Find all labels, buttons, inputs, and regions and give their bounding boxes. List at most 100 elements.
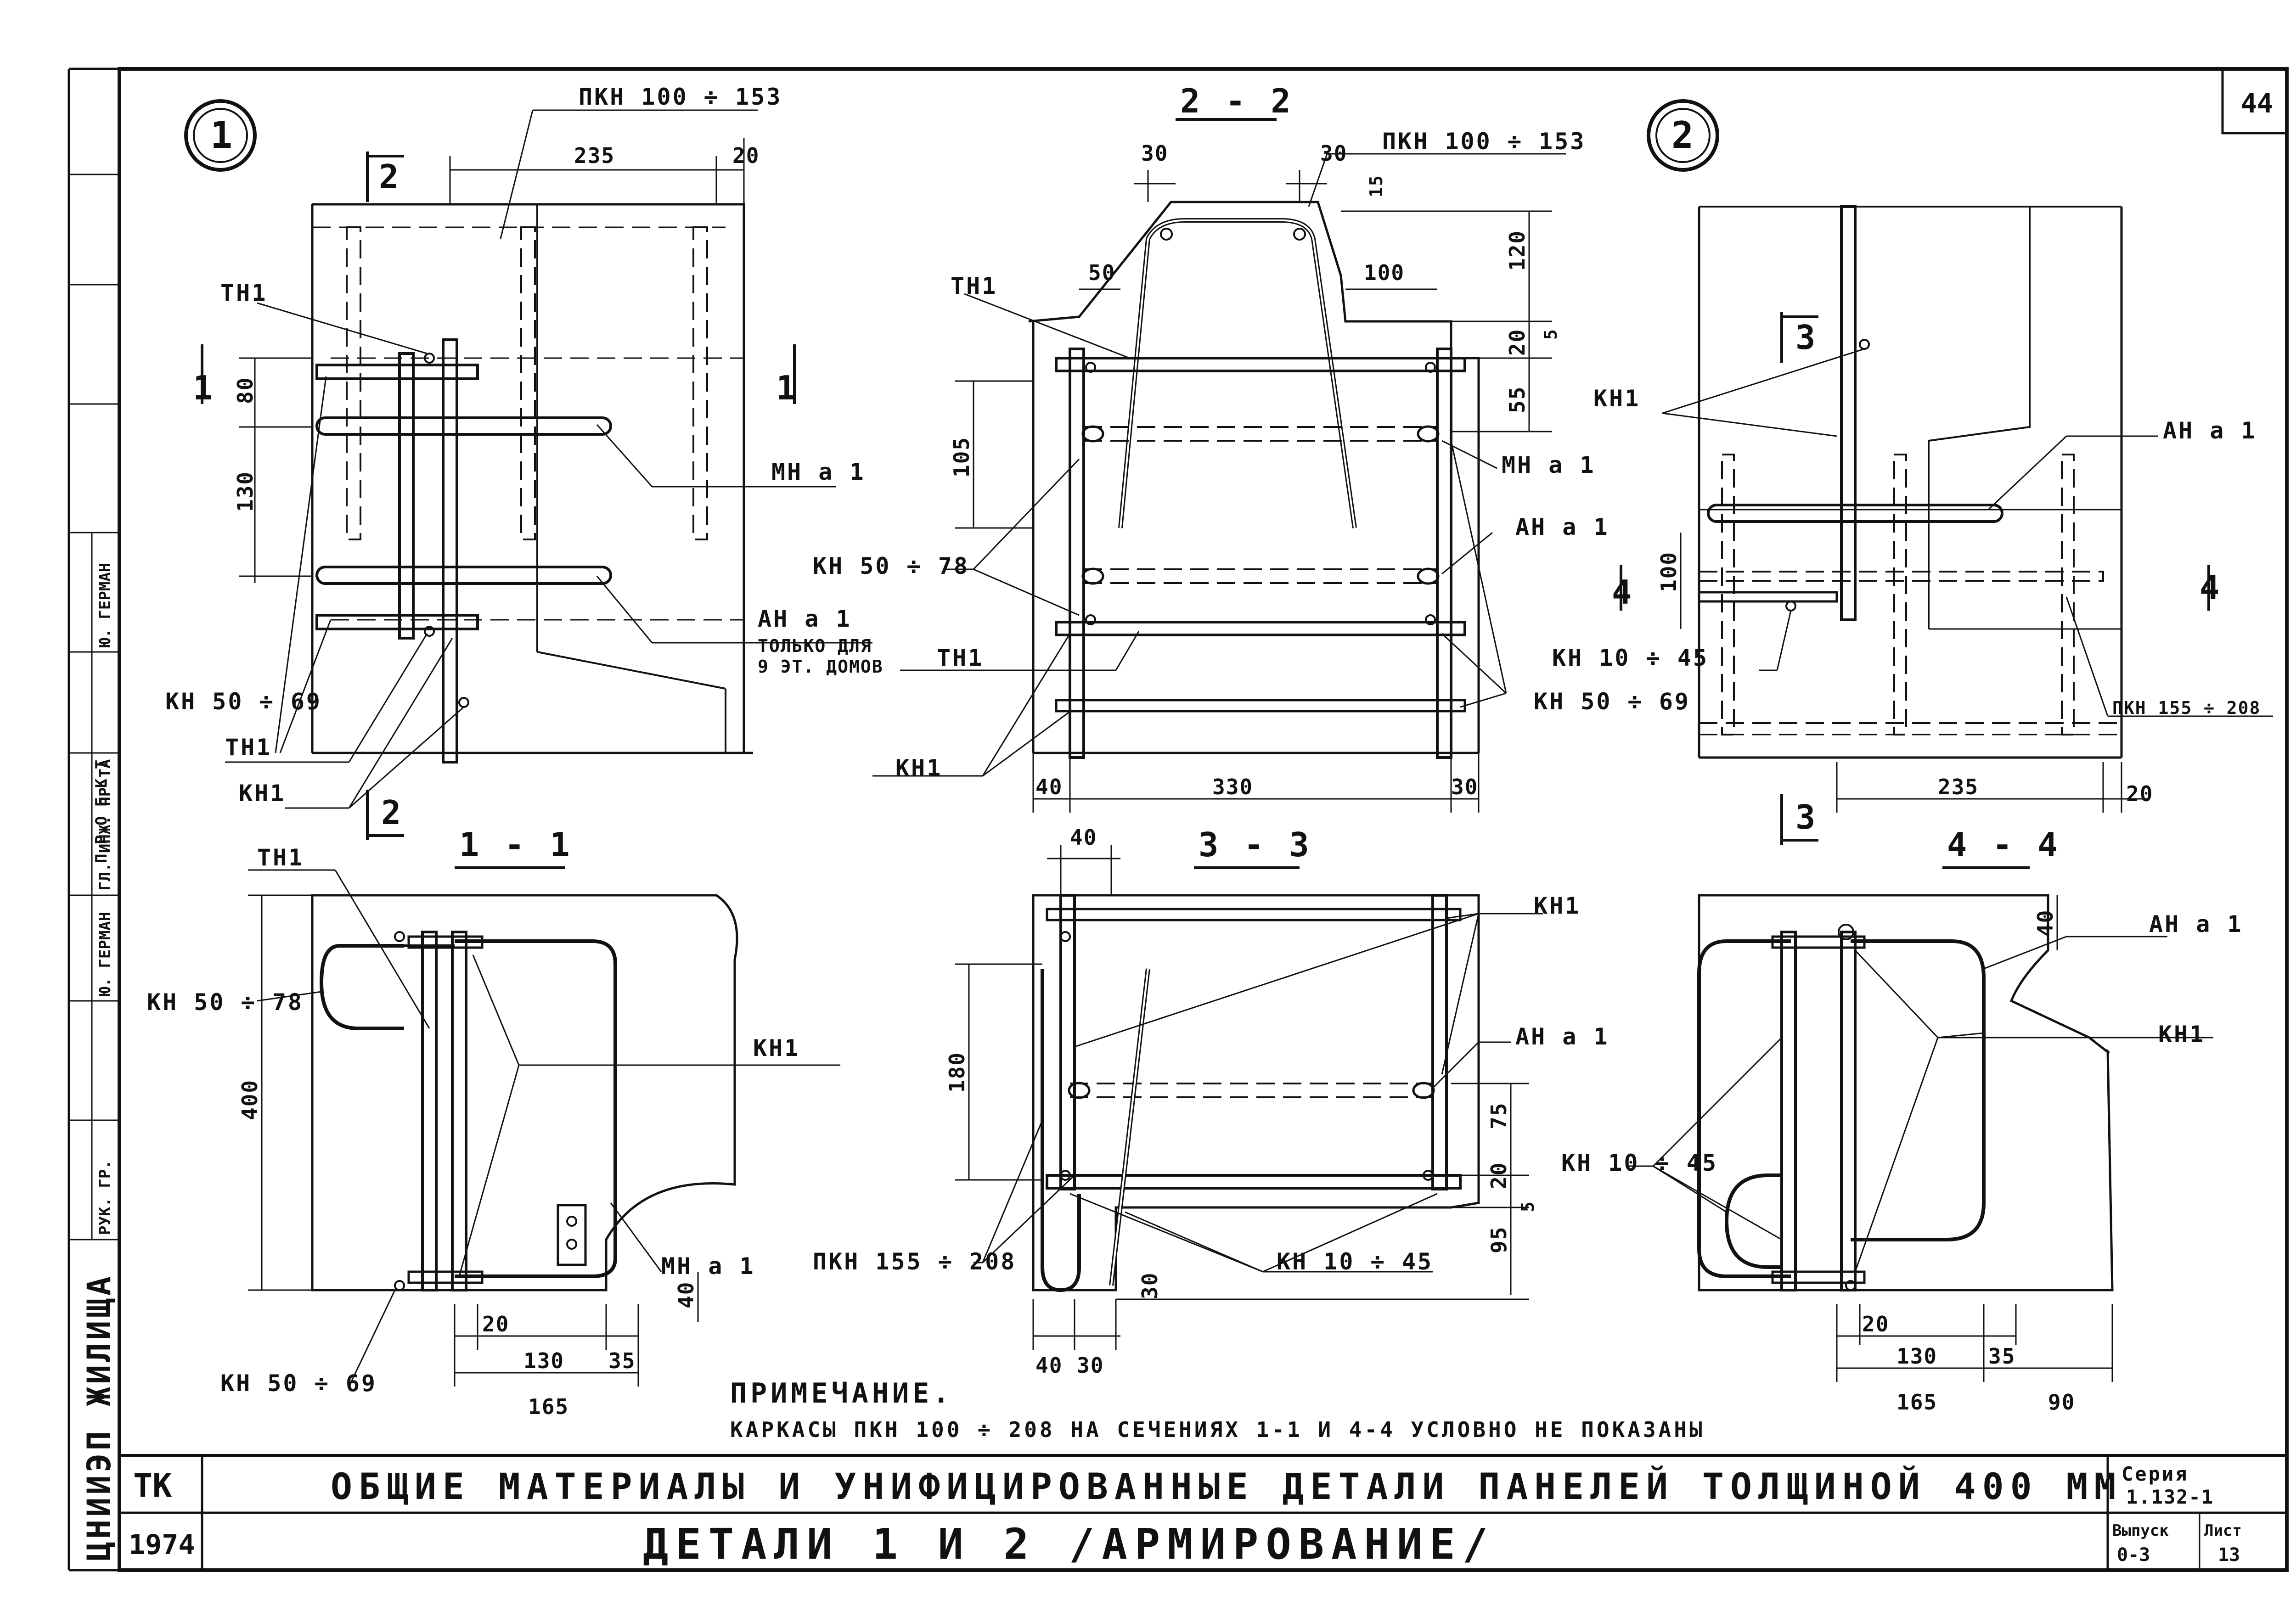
section-3-3-title: 3 - 3 — [1199, 825, 1312, 864]
dim-30-s22c: 30 — [1451, 775, 1478, 799]
cut-3-bottom: 3 — [1795, 798, 1818, 836]
sheet-label: Лист — [2204, 1521, 2242, 1540]
label-ana1-s33: АН а 1 — [1515, 1023, 1609, 1050]
dim-40-s33b: 40 — [1035, 1353, 1063, 1378]
dim-165-s11: 165 — [528, 1394, 569, 1419]
label-mna1-s11: МН а 1 — [661, 1253, 755, 1280]
label-kn50-78-s22: КН 50 ÷ 78 — [813, 553, 969, 579]
side-gl-ing: ГЛ. ИНЖ. ПР-ТА — [96, 759, 114, 891]
label-kn10-45-s44: КН 10 ÷ 45 — [1561, 1150, 1718, 1176]
dim-30-s33b: 30 — [1077, 1353, 1104, 1378]
section-3-3 — [955, 845, 1543, 1350]
detail-2-marker: 2 — [1671, 114, 1694, 157]
dim-40-s33: 40 — [1070, 825, 1097, 850]
label-kn50-78-s11: КН 50 ÷ 78 — [147, 989, 304, 1016]
note-heading: ПРИМЕЧАНИЕ. — [730, 1377, 953, 1409]
dim-130-s11: 130 — [523, 1348, 564, 1373]
detail-1-plan — [184, 99, 872, 840]
dim-235-d1: 235 — [574, 143, 615, 168]
dim-75-s33: 75 — [1486, 1102, 1511, 1129]
side-strip: П Р О Е К Т Ю. ГЕРМАН ГЛ. ИНЖ. ПР-ТА Ю. … — [80, 563, 118, 1561]
section-4-4 — [1626, 866, 2213, 1382]
dim-80-d1: 80 — [233, 377, 258, 404]
side-german-top: Ю. ГЕРМАН — [96, 563, 114, 647]
dim-20-s44: 20 — [1862, 1312, 1889, 1336]
label-tn1-d1b: ТН1 — [225, 734, 272, 761]
dim-15-s22: 15 — [1366, 174, 1386, 197]
dim-50-s22: 50 — [1088, 260, 1115, 285]
dim-40-s44: 40 — [2033, 909, 2058, 937]
dim-30-s22a: 30 — [1141, 141, 1168, 166]
dim-130-d1: 130 — [233, 471, 258, 512]
dim-5-s22: 5 — [1541, 328, 1561, 340]
label-kn1-s11: КН1 — [753, 1035, 800, 1061]
dim-20-d1: 20 — [732, 143, 760, 168]
label-kn50-69-d1: КН 50 ÷ 69 — [165, 688, 322, 715]
side-proekt: П Р О Е К Т — [92, 760, 111, 863]
dim-40-s11: 40 — [674, 1281, 698, 1308]
issue-label: Выпуск — [2112, 1521, 2169, 1540]
dim-165-s44: 165 — [1896, 1390, 1937, 1415]
note-block: ПРИМЕЧАНИЕ. КАРКАСЫ ПКН 100 ÷ 208 НА СЕЧ… — [730, 1377, 1705, 1442]
label-tn1-s22b: ТН1 — [937, 645, 984, 671]
dim-40-s22: 40 — [1035, 775, 1063, 799]
dim-180-s33: 180 — [945, 1052, 969, 1093]
label-pkn155-208-d2: ПКН 155 ÷ 208 — [2112, 698, 2261, 718]
dim-55-s22: 55 — [1505, 386, 1530, 413]
title-year: 1974 — [129, 1529, 195, 1561]
dim-20-s11: 20 — [482, 1312, 509, 1336]
dim-95-s33: 95 — [1486, 1226, 1511, 1253]
label-ana1-d1: АН а 1 — [758, 606, 852, 632]
dim-20-s22: 20 — [1505, 329, 1530, 356]
series-label: Серия — [2122, 1463, 2189, 1485]
label-kn1-d1: КН1 — [239, 780, 286, 807]
sheet-value: 13 — [2218, 1544, 2240, 1566]
detail-1-marker: 1 — [210, 114, 232, 157]
note-text: КАРКАСЫ ПКН 100 ÷ 208 НА СЕЧЕНИЯХ 1-1 И … — [730, 1417, 1705, 1442]
title-sub: ДЕТАЛИ 1 И 2 /АРМИРОВАНИЕ/ — [643, 1520, 1495, 1569]
dim-330-s22: 330 — [1212, 775, 1253, 799]
dim-30-s33a: 30 — [1137, 1272, 1162, 1299]
label-kn10-45-d2: КН 10 ÷ 45 — [1552, 645, 1709, 671]
dim-130-s44: 130 — [1896, 1344, 1937, 1369]
label-ana1-s22: АН а 1 — [1515, 514, 1609, 540]
label-tn1-s22a: ТН1 — [951, 273, 997, 299]
series-value: 1.132-1 — [2126, 1486, 2214, 1508]
issue-value: 0-3 — [2117, 1544, 2150, 1566]
section-4-4-title: 4 - 4 — [1947, 825, 2060, 864]
dim-20-d2: 20 — [2126, 781, 2153, 806]
label-tn1-s11: ТН1 — [257, 844, 304, 871]
dim-90-s44: 90 — [2048, 1390, 2075, 1415]
cut-1-right: 1 — [776, 369, 799, 407]
label-pkn100-153-d1: ПКН 100 ÷ 153 — [579, 84, 782, 110]
side-institute: ЦНИИЭП ЖИЛИЩА — [80, 1274, 118, 1561]
label-mna1-d1: МН а 1 — [771, 459, 866, 485]
detail-2-plan — [1620, 99, 2273, 845]
label-mna1-s22: МН а 1 — [1502, 452, 1596, 478]
dim-35-s11: 35 — [608, 1348, 636, 1373]
dim-30-s22b: 30 — [1320, 141, 1347, 166]
cut-4-right: 4 — [2200, 568, 2222, 607]
cut-4-left: 4 — [1612, 573, 1634, 612]
dim-100-d2: 100 — [1656, 551, 1681, 592]
dim-100-s22: 100 — [1364, 260, 1405, 285]
label-ana1-s44: АН а 1 — [2149, 911, 2243, 938]
label-pkn100-153-s22: ПКН 100 ÷ 153 — [1382, 128, 1586, 155]
label-ana1-d2: АН а 1 — [2163, 417, 2257, 444]
label-kn1-s22: КН1 — [895, 755, 942, 781]
section-1-1 — [248, 866, 840, 1387]
dim-400-s11: 400 — [237, 1079, 262, 1120]
sheet-number: 44 — [2241, 88, 2273, 119]
label-kn50-69-s11: КН 50 ÷ 69 — [220, 1370, 377, 1397]
side-ruk-gr: РУК. ГР. — [96, 1160, 114, 1235]
cut-1-left: 1 — [193, 369, 215, 407]
label-only-for: ТОЛЬКО ДЛЯ — [758, 636, 872, 656]
dim-20-s33: 20 — [1486, 1162, 1511, 1189]
cut-2-bottom: 2 — [381, 793, 404, 832]
cut-3-top: 3 — [1795, 318, 1818, 357]
dim-120-s22: 120 — [1505, 230, 1530, 271]
side-german-bottom: Ю. ГЕРМАН — [96, 912, 114, 996]
cut-2-top: 2 — [379, 157, 401, 196]
section-2-2-title: 2 - 2 — [1180, 82, 1294, 120]
